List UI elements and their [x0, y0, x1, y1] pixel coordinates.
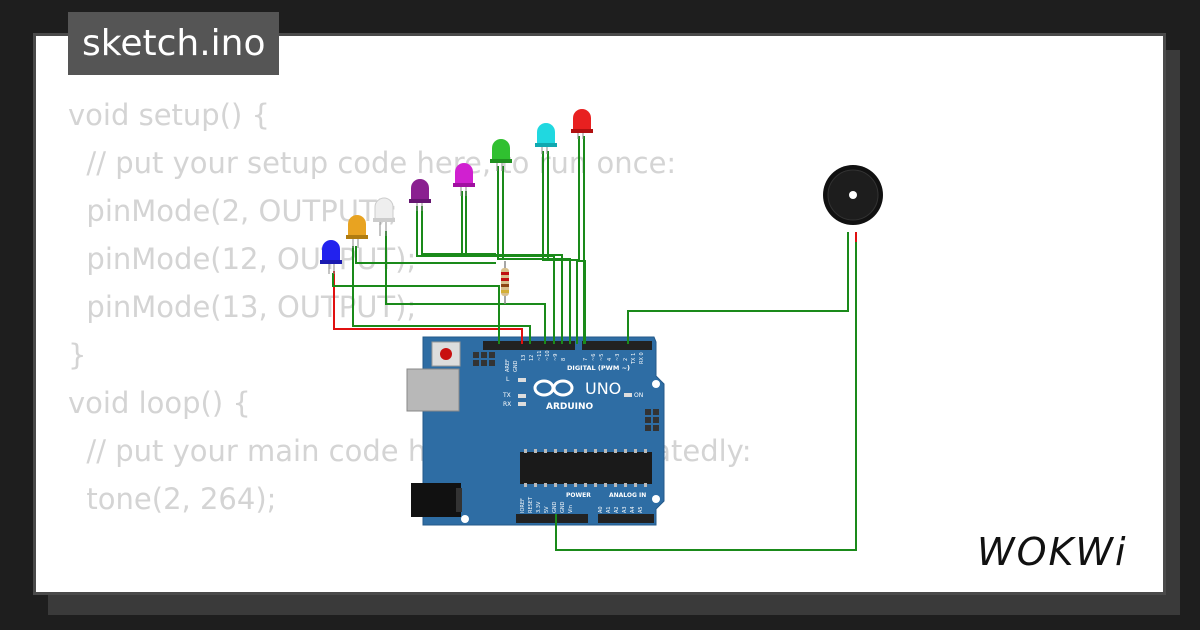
resistor[interactable] [501, 261, 509, 304]
pin-label: A5 [638, 506, 644, 513]
mounting-hole [652, 495, 660, 503]
led-green[interactable] [490, 139, 512, 171]
code-line: pinMode(2, OUTPUT); [68, 194, 398, 228]
preview-card: void setup() { // put your setup code he… [33, 33, 1166, 595]
code-line: pinMode(13, OUTPUT); [68, 290, 417, 324]
wire [332, 273, 500, 344]
led-red[interactable] [571, 109, 593, 139]
arduino-infinity-logo [533, 379, 574, 397]
led-blue[interactable] [320, 240, 342, 274]
code-line: void setup() { [68, 98, 270, 132]
arduino-logo-text: ARDUINO [546, 402, 594, 412]
arduino-uno-board[interactable]: ARDUINO UNO DIGITAL (PWM ~) POWER ANALOG… [406, 336, 665, 526]
on-label: ON [634, 392, 643, 399]
pin-label: RX 0 [639, 352, 645, 364]
wire [385, 231, 546, 344]
analog-header [598, 514, 654, 523]
mounting-hole [652, 380, 660, 388]
pin-label: 8 [561, 358, 567, 361]
pin-label: ~10 [545, 350, 551, 361]
wires [332, 136, 857, 551]
led-yellow[interactable] [346, 215, 368, 248]
pin-label: 2 [623, 358, 629, 361]
pin-label: A3 [622, 506, 628, 513]
led-purple[interactable] [409, 179, 431, 211]
pin-label: 13 [521, 355, 527, 361]
pin-label: Vin [568, 505, 574, 513]
digital-header-right [582, 341, 652, 350]
rx-led [518, 402, 526, 406]
pin-label: A0 [598, 506, 604, 513]
tx-led [518, 394, 526, 398]
pin-label: 12 [529, 355, 535, 361]
digital-header-left [483, 341, 575, 350]
pin-label: A4 [630, 506, 636, 513]
pin-label: TX 1 [631, 353, 637, 365]
code-line: pinMode(12, OUTPUT); [68, 242, 417, 276]
wire [421, 206, 496, 255]
pin-label: ~3 [615, 354, 621, 361]
digital-label: DIGITAL (PWM ~) [567, 364, 630, 372]
buzzer-wire [627, 232, 849, 344]
wokwi-logo-text: WOKWi [977, 530, 1128, 574]
power-jack [411, 483, 461, 517]
board-model-text: UNO [585, 379, 621, 398]
wire [355, 246, 496, 264]
led-magenta[interactable] [453, 163, 475, 196]
usb-connector [406, 368, 460, 412]
file-tab-title: sketch.ino [68, 12, 280, 75]
wire [416, 206, 555, 344]
wokwi-logo: WOKWi [977, 530, 1128, 574]
pin-label: ~9 [553, 354, 559, 361]
buzzer-wire [555, 232, 857, 551]
wire [497, 166, 571, 344]
pin-label: ~5 [599, 354, 605, 361]
pin-label: A1 [606, 506, 612, 513]
pin-label: RESET [528, 496, 534, 513]
pin-label: 7 [583, 358, 589, 361]
wire [352, 246, 531, 344]
pin-label: GND [552, 501, 558, 513]
led-cyan[interactable] [535, 123, 557, 154]
pin-label: 3.3V [536, 501, 542, 513]
analog-label: ANALOG IN [609, 492, 646, 499]
power-label: POWER [566, 492, 591, 499]
code-line: tone(2, 264); [68, 482, 277, 516]
pin-label: 4 [607, 358, 613, 361]
pin-label-gnd: GND [513, 360, 519, 372]
pin-label: GND [560, 501, 566, 513]
tx-label: TX [502, 392, 511, 399]
power-header [516, 514, 588, 523]
gnd-wire [333, 271, 523, 344]
pin-label: 5V [544, 506, 550, 513]
pin-label: IOREF [520, 498, 526, 513]
atmega-chip [520, 452, 652, 484]
pin-label: ~11 [537, 350, 543, 361]
on-led [624, 393, 632, 397]
circuit-diagram: ARDUINO UNO DIGITAL (PWM ~) POWER ANALOG… [320, 109, 883, 551]
code-line: } [68, 338, 87, 372]
led-white[interactable] [373, 197, 395, 236]
code-line: void loop() { [68, 386, 251, 420]
mounting-hole [461, 515, 469, 523]
buzzer[interactable] [823, 165, 883, 225]
pin-label: A2 [614, 506, 620, 513]
wire [542, 151, 578, 344]
rx-label: RX [503, 401, 511, 408]
l-led [518, 378, 526, 382]
pin-label: ~6 [591, 354, 597, 361]
pin-label-aref: AREF [505, 359, 511, 372]
code-background: void setup() { // put your setup code he… [68, 91, 752, 523]
l-label: L [506, 376, 510, 383]
wire [461, 191, 563, 344]
